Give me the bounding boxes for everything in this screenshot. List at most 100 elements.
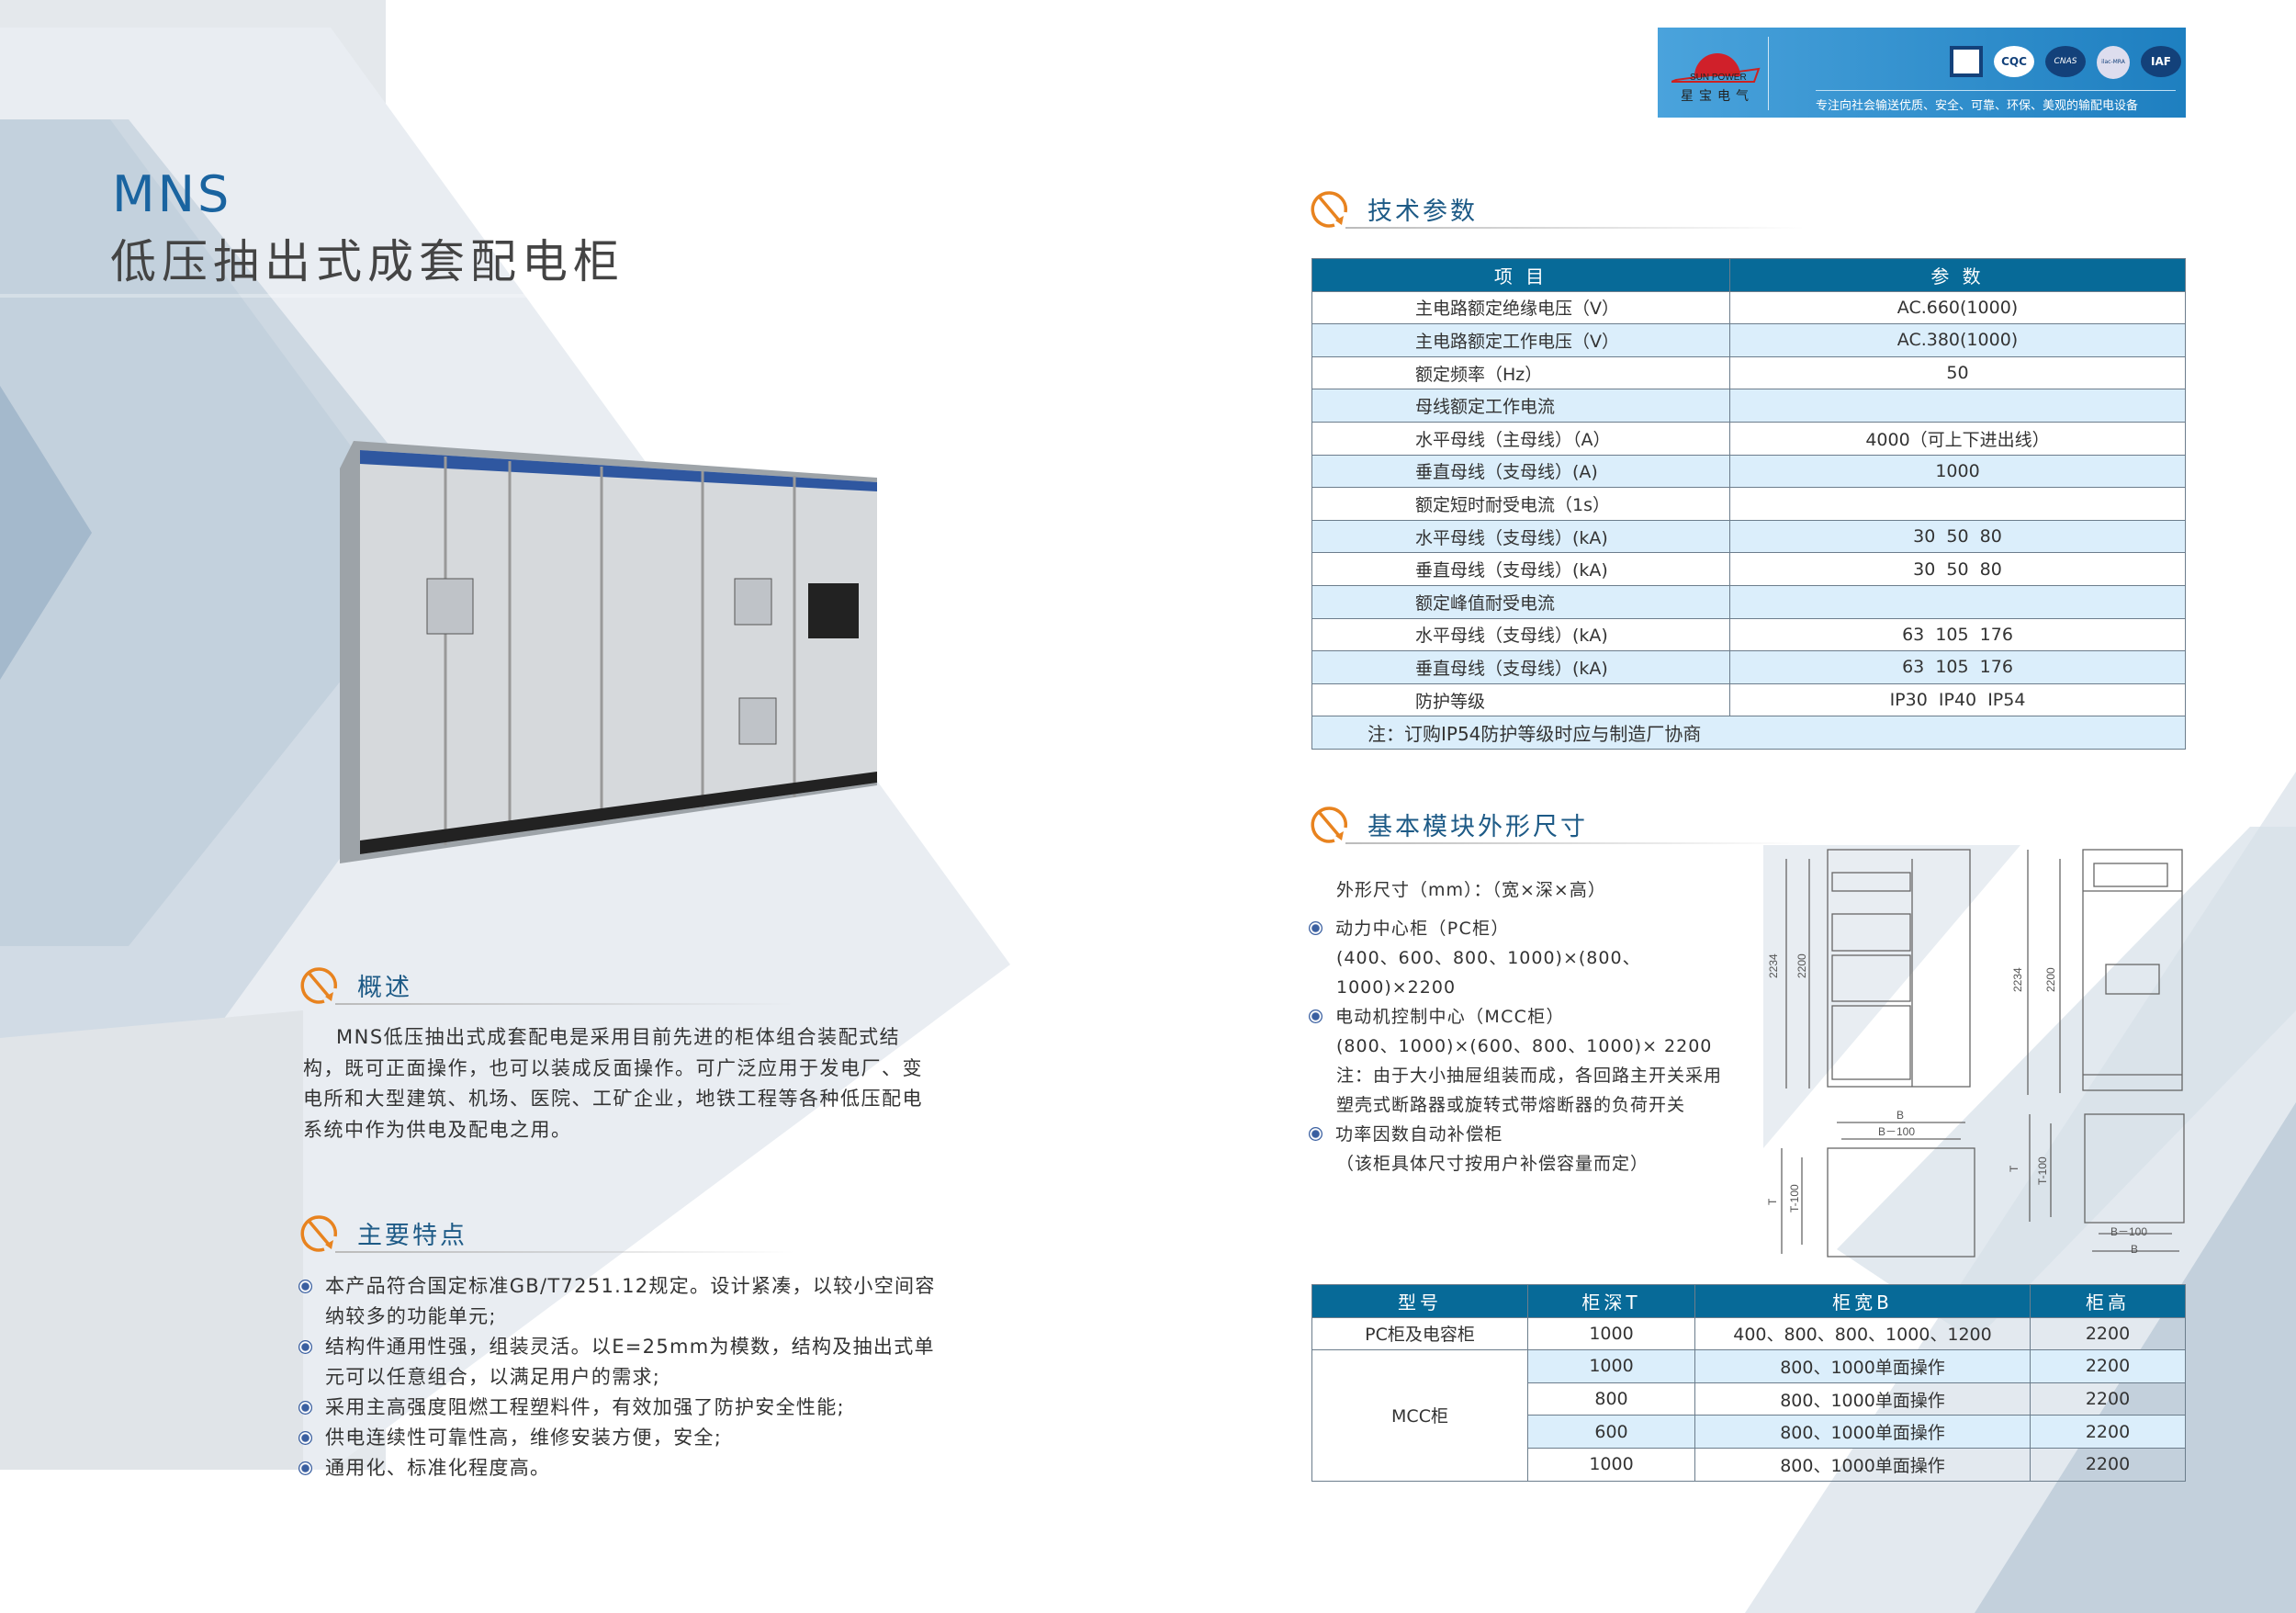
column-header: 柜宽B [1694,1284,2031,1318]
bullet-icon [1309,921,1322,935]
table-row: 垂直母线（支母线）(kA)63 105 176 [1311,650,2186,684]
overview-paragraph: MNS低压抽出式成套配电是采用目前先进的柜体组合装配式结构，既可正面操作，也可以… [303,1026,923,1141]
bullet-icon [298,1340,312,1354]
bullet-icon [298,1431,312,1445]
label-2200-a: 2200 [1795,953,1808,978]
param-item: 垂直母线（支母线）(kA) [1311,650,1730,684]
param-value [1729,487,2186,521]
param-item: 额定短时耐受电流（1s） [1311,487,1730,521]
cabinet-photo [340,441,877,863]
param-item: 垂直母线（支母线）(A) [1311,454,1730,489]
param-value: IP30 IP40 IP54 [1729,682,2186,717]
svg-text:SUN POWER: SUN POWER [1690,73,1747,83]
section-features-heading: 主要特点 [298,1213,794,1253]
bullet-icon [298,1280,312,1293]
table-row: 额定短时耐受电流（1s） [1311,487,2186,521]
table-row: 水平母线（支母线）(kA)63 105 176 [1311,617,2186,652]
list-item: 采用主高强度阻燃工程塑料件，有效加强了防护安全性能; [298,1393,941,1423]
param-item: 母线额定工作电流 [1311,389,1730,423]
param-item: 防护等级 [1311,682,1730,717]
param-value [1729,389,2186,423]
table-row: 额定峰值耐受电流 [1311,584,2186,619]
section-title: 技术参数 [1367,197,1478,226]
param-item: 垂直母线（支母线）(kA) [1311,552,1730,586]
section-overview-heading: 概述 [298,964,794,1005]
label-t-a: T [1766,1198,1779,1205]
table-row: 母线额定工作电流 [1311,389,2186,423]
param-value: 63 105 176 [1729,650,2186,684]
section-title: 主要特点 [357,1221,467,1250]
label-t100-b: T-100 [2036,1156,2049,1185]
table-row: 主电路额定工作电压（V）AC.380(1000) [1311,323,2186,357]
cqm-icon [1950,46,1983,77]
bullet-icon [298,1401,312,1415]
list-item: 供电连续性可靠性高，维修安装方便，安全; [298,1423,941,1453]
cqc-icon: CQC [1994,46,2034,77]
table-row: 水平母线（主母线）（A）4000（可上下进出线） [1311,421,2186,456]
column-header: 参 数 [1729,258,2186,292]
column-header: 项 目 [1311,258,1730,292]
section-arrow-icon [1311,806,1348,843]
param-item: 水平母线（支母线）(kA) [1311,519,1730,554]
label-2234-a: 2234 [1767,953,1780,978]
section-title: 概述 [357,973,412,1002]
table-row: 垂直母线（支母线）(kA)30 50 80 [1311,552,2186,586]
section-arrow-icon [1311,191,1348,228]
param-value: AC.660(1000) [1729,290,2186,325]
param-item: 水平母线（主母线）（A） [1311,421,1730,456]
param-value: 63 105 176 [1729,617,2186,652]
table-row: 垂直母线（支母线）(A)1000 [1311,454,2186,489]
param-item: 额定峰值耐受电流 [1311,584,1730,619]
param-value: 4000（可上下进出线） [1729,421,2186,456]
label-b100-a: B－100 [1878,1125,1915,1138]
label-b-a: B [1896,1109,1904,1122]
param-item: 主电路额定绝缘电压（V） [1311,290,1730,325]
dims-description: 外形尺寸（mm）：（宽×深×高） 动力中心柜（PC柜） (400、600、800… [1309,875,1750,1179]
label-b100-b: B－100 [2110,1225,2147,1238]
features-list: 本产品符合国定标准GB/T7251.12规定。设计紧凑，以较小空间容纳较多的功能… [298,1271,941,1483]
column-header: 柜深T [1527,1284,1695,1318]
table-row: 水平母线（支母线）(kA)30 50 80 [1311,519,2186,554]
list-item: 本产品符合国定标准GB/T7251.12规定。设计紧凑，以较小空间容纳较多的功能… [298,1271,941,1332]
param-item: 水平母线（支母线）(kA) [1311,617,1730,652]
dimension-drawings [1781,849,2185,1258]
table-row: 额定频率（Hz）50 [1311,355,2186,390]
section-dims-heading: 基本模块外形尺寸 [1309,804,1805,844]
bullet-icon [1309,1010,1322,1023]
certification-icons: CQC CNAS ilac-MRA IAF [1950,46,2181,79]
table-row: 主电路额定绝缘电压（V）AC.660(1000) [1311,290,2186,325]
column-header: 型号 [1311,1284,1528,1318]
label-t100-a: T-100 [1788,1184,1801,1213]
list-item: 结构件通用性强，组装灵活。以E=25mm为模数，结构及抽出式单元可以任意组合，以… [298,1332,941,1393]
section-title: 基本模块外形尺寸 [1367,812,1588,841]
column-header: 柜高 [2030,1284,2186,1318]
section-arrow-icon [300,967,338,1004]
table-note: 注：订购IP54防护等级时应与制造厂协商 [1311,716,2186,750]
table-note-row: 注：订购IP54防护等级时应与制造厂协商 [1311,716,2186,750]
param-value: 50 [1729,355,2186,390]
label-b-b: B [2131,1243,2138,1256]
product-code: MNS [112,165,232,223]
sun-power-logo: SUN POWER 星宝电气 [1671,41,1763,106]
section-arrow-icon [300,1215,338,1252]
param-item: 额定频率（Hz） [1311,355,1730,390]
label-t-b: T [2008,1165,2020,1172]
bullet-icon [298,1461,312,1475]
list-item: 通用化、标准化程度高。 [298,1453,941,1483]
brand-banner: SUN POWER 星宝电气 CQC CNAS ilac-MRA IAF 专注向… [1658,28,2186,118]
param-value: 1000 [1729,454,2186,489]
param-item: 主电路额定工作电压（V） [1311,323,1730,357]
section-tech-heading: 技术参数 [1309,188,1805,229]
ilac-mra-icon: ilac-MRA [2097,46,2130,79]
tech-params-table: 项 目参 数 主电路额定绝缘电压（V）AC.660(1000)主电路额定工作电压… [1311,258,2186,750]
param-value: 30 50 80 [1729,519,2186,554]
param-value [1729,584,2186,619]
param-value: AC.380(1000) [1729,323,2186,357]
param-value: 30 50 80 [1729,552,2186,586]
